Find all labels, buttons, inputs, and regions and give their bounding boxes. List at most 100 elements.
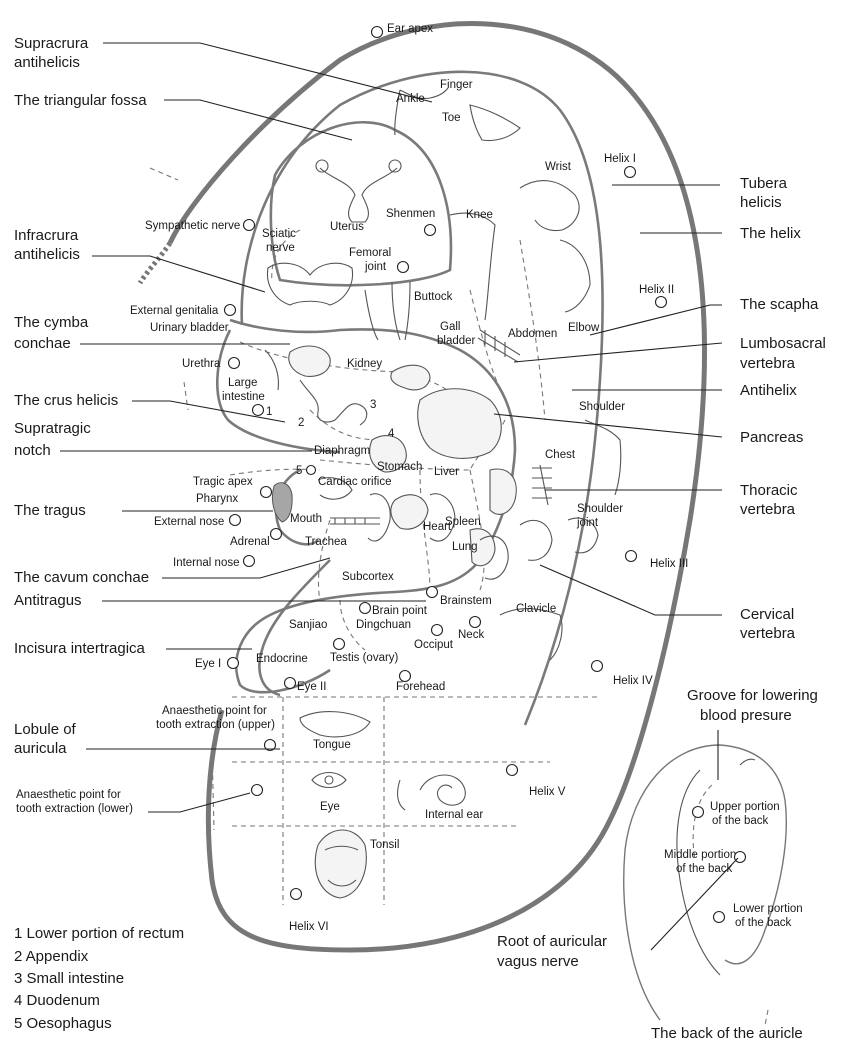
label-supracrura-1: Supracrura [14,35,89,52]
label-root-vagus-2: vagus nerve [497,953,579,970]
label-upper-back-1: Upper portion [710,801,780,813]
label-urethra: Urethra [182,358,221,370]
label-cymba-2: conchae [14,335,71,352]
label-trachea: Trachea [305,536,347,548]
label-abdomen: Abdomen [508,328,557,340]
label-finger: Finger [440,79,473,91]
label-incisura: Incisura intertragica [14,640,146,657]
label-lower-back-1: Lower portion [733,903,803,915]
label-cervical-2: vertebra [740,625,796,642]
label-sympathetic: Sympathetic nerve [145,220,240,232]
point-1 [253,405,264,416]
label-triangular-fossa: The triangular fossa [14,92,147,109]
label-supracrura-2: antihelicis [14,54,80,71]
label-groove-2: blood presure [700,707,792,724]
point-helix-4 [592,661,603,672]
legend-item-4: 4 Duodenum [14,992,100,1009]
label-thoracic-1: Thoracic [740,482,798,499]
label-femoral-1: Femoral [349,247,391,259]
knee-sketch [450,213,495,320]
label-ankle: Ankle [396,93,425,105]
legend-item-2: 2 Appendix [14,948,89,965]
label-infracrura-2: antihelicis [14,246,80,263]
label-diaphragm: Diaphragm [314,445,370,457]
label-num-3: 3 [370,399,376,411]
label-helix-4: Helix IV [613,675,653,687]
point-5 [307,466,316,475]
point-helix-3 [626,551,637,562]
label-cardiac-orifice: Cardiac orifice [318,476,392,488]
point-ear-apex [372,27,383,38]
label-uterus: Uterus [330,221,364,233]
label-femoral-2: joint [364,261,387,273]
label-num-1: 1 [266,406,272,418]
label-mouth: Mouth [290,513,322,525]
label-eye: Eye [320,801,340,813]
label-urinary-bladder: Urinary bladder [150,322,229,334]
point-eye-1 [228,658,239,669]
label-shoulder: Shoulder [579,401,625,413]
label-tragic-apex: Tragic apex [193,476,253,488]
label-num-2: 2 [298,417,304,429]
label-cymba-1: The cymba [14,314,89,331]
numbered-legend: 1 Lower portion of rectum 2 Appendix 3 S… [14,925,184,1032]
label-crus-helicis: The crus helicis [14,392,118,409]
anatomical-sketches [265,88,621,898]
label-tubera-1: Tubera [740,175,788,192]
label-occiput: Occiput [414,639,454,651]
point-upper-back [693,807,704,818]
left-labels: Supracrura antihelicis The triangular fo… [14,35,432,812]
point-middle-back [735,852,746,863]
point-external-nose [230,515,241,526]
label-supratragic-2: notch [14,442,51,459]
label-groove-1: Groove for lowering [687,687,818,704]
elbow-sketch [560,240,590,312]
point-forehead [400,671,411,682]
label-heart: Heart [423,521,452,533]
label-internal-ear: Internal ear [425,809,483,821]
label-lobule-1: Lobule of [14,721,77,738]
legend-item-3: 3 Small intestine [14,970,124,987]
label-buttock: Buttock [414,291,453,303]
label-helix-6: Helix VI [289,921,329,933]
point-brainstem [427,587,438,598]
legend-item-1: 1 Lower portion of rectum [14,925,184,942]
label-cervical-1: Cervical [740,606,794,623]
label-root-vagus-1: Root of auricular [497,933,607,950]
label-lobule-2: auricula [14,740,67,757]
point-ext-genitalia [225,305,236,316]
label-num-4: 4 [388,428,395,440]
point-occiput [432,625,443,636]
internal-ear-sketch [398,775,466,810]
label-brain-point: Brain point [372,605,428,617]
legend-item-5: 5 Oesophagus [14,1015,112,1032]
label-pancreas: Pancreas [740,429,803,446]
label-adrenal: Adrenal [230,536,270,548]
label-anaesthetic-upper-1: Anaesthetic point for [162,705,267,717]
neck-sketch [520,520,552,560]
label-brainstem: Brainstem [440,595,492,607]
label-kidney: Kidney [347,358,382,370]
label-shoulder-joint-1: Shoulder [577,503,623,515]
point-eye-2 [285,678,296,689]
label-large-intestine-1: Large [228,377,257,389]
label-anaesthetic-lower-2: tooth extraction (lower) [16,803,133,815]
point-lower-back [714,912,725,923]
point-labels: Ear apex Finger Ankle Toe Helix I Helix … [16,23,688,933]
bladder-sketch [289,346,330,376]
label-liver: Liver [434,466,459,478]
label-external-nose: External nose [154,516,224,528]
label-sciatic-1: Sciatic [262,228,296,240]
label-internal-nose: Internal nose [173,557,240,569]
point-internal-nose [244,556,255,567]
label-lumbosacral-1: Lumbosacral [740,335,826,352]
point-helix-2 [656,297,667,308]
liver-sketch [490,469,516,514]
pancreas-sketch [418,389,502,459]
label-gall-1: Gall [440,321,460,333]
label-helix-2: Helix II [639,284,674,296]
label-large-intestine-2: intestine [222,391,265,403]
label-middle-back-1: Middle portion [664,849,736,861]
label-anaesthetic-lower-1: Anaesthetic point for [16,789,121,801]
